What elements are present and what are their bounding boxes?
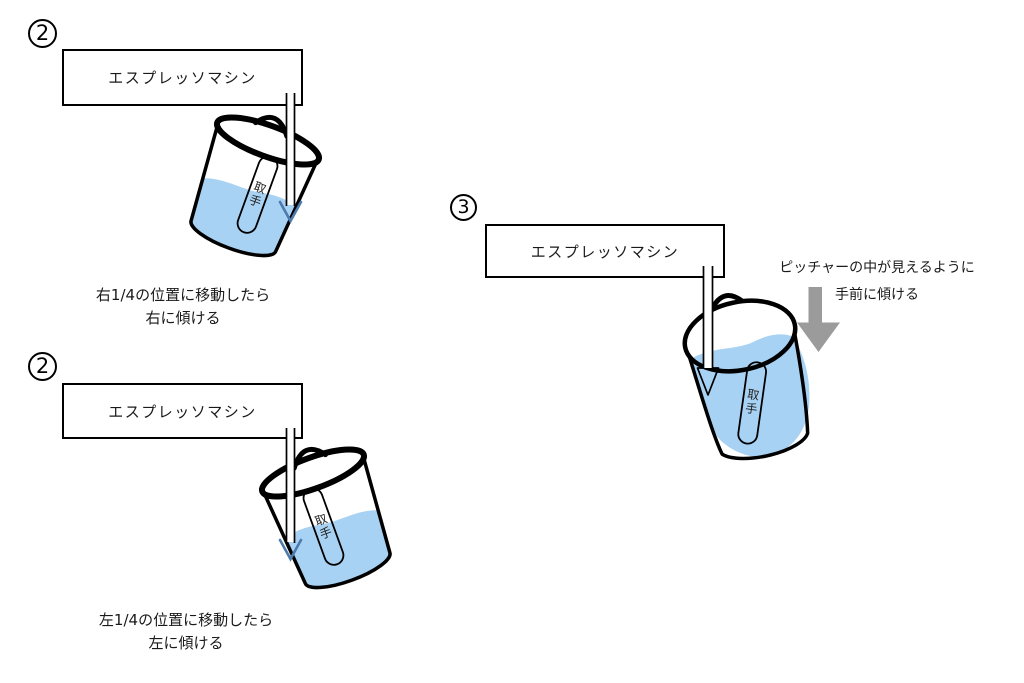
pour-arrow-a: [278, 93, 303, 224]
pitcher-b-handle-label-frame: [302, 487, 345, 566]
pitcher-b-body-outline: [261, 454, 392, 590]
pitcher-c: 取 手: [682, 293, 810, 461]
pitcher-b-handle-label-char1: 取: [313, 511, 329, 528]
machine-label-a: エスプレッソマシン: [108, 69, 257, 87]
step-badge-c: 3: [450, 194, 477, 221]
pour-arrow-a-shaft-fill: [286, 93, 295, 205]
pitcher-b-liquid: [285, 510, 391, 588]
pitcher-b-handle-bump: [291, 446, 328, 471]
pitcher-a-rim: [213, 114, 323, 168]
machine-label-b: エスプレッソマシン: [108, 402, 257, 421]
machine-box-a: エスプレッソマシン: [62, 49, 303, 106]
pitcher-c-handle-bump: [709, 293, 746, 312]
step-number-c: 3: [457, 196, 470, 218]
machine-box-b: エスプレッソマシン: [62, 383, 303, 439]
pour-arrow-b-shaft: [285, 428, 296, 543]
step-badge-b: 2: [28, 352, 57, 381]
pour-arrow-b: [278, 428, 303, 562]
pitcher-a-handle-label-frame: [236, 155, 279, 234]
pitcher-b-rim: [258, 446, 368, 500]
annotation-c-line2: 手前に傾ける: [835, 287, 919, 303]
pitcher-c-handle-label-frame: [737, 361, 767, 445]
machine-box-c: エスプレッソマシン: [485, 224, 725, 278]
step-badge-a: 2: [28, 19, 57, 48]
pitcher-c-handle-label-char1: 取: [746, 387, 760, 403]
caption-a-line1: 右1/4の位置に移動したら: [95, 286, 271, 304]
pour-arrow-c-arrowhead-icon: [696, 367, 720, 396]
pour-arrow-b-shaft-fill: [286, 428, 295, 542]
pitcher-c-body-fill: [688, 334, 808, 459]
pitcher-c-body-outline: [687, 334, 810, 461]
pour-arrow-c: [696, 266, 720, 396]
caption-a-line2: 右に傾ける: [145, 309, 221, 327]
pitcher-a-body-fill: [190, 122, 318, 256]
pour-arrow-c-shaft: [702, 266, 714, 368]
caption-b-line1: 左1/4の位置に移動したら: [98, 611, 274, 629]
pitcher-a-handle-bump: [253, 114, 290, 139]
pitcher-a-liquid: [190, 178, 296, 256]
step-number-b: 2: [35, 354, 50, 378]
pitcher-a: 取 手: [189, 114, 323, 258]
pitcher-c-handle-label: 取 手: [737, 361, 767, 445]
pour-arrow-a-shaft: [285, 93, 296, 206]
pitcher-a-handle-label-char1: 取: [252, 179, 268, 196]
pitcher-c-liquid: [691, 334, 810, 458]
pitcher-b-body-fill: [263, 454, 391, 588]
caption-b: 左1/4の位置に移動したら 左に傾ける: [66, 609, 306, 655]
pitcher-b-handle-label-char2: 手: [318, 525, 334, 542]
pitcher-c-handle-label-char2: 手: [744, 401, 758, 417]
annotation-c: ピッチャーの中が見えるように 手前に傾ける: [754, 255, 1000, 309]
caption-b-line2: 左に傾ける: [148, 634, 224, 652]
pour-arrow-c-shaft-fill: [703, 266, 713, 368]
annotation-c-line1: ピッチャーの中が見えるように: [779, 260, 975, 276]
pour-arrow-b-arrowhead-icon: [278, 538, 303, 562]
pitcher-a-handle-label-char2: 手: [247, 193, 263, 210]
pitcher-b: 取 手: [258, 446, 392, 590]
step-number-a: 2: [35, 21, 50, 45]
pitcher-a-body-outline: [189, 122, 320, 258]
caption-a: 右1/4の位置に移動したら 右に傾ける: [63, 284, 303, 330]
machine-label-c: エスプレッソマシン: [530, 242, 680, 261]
pour-arrow-a-arrowhead-icon: [278, 200, 303, 224]
